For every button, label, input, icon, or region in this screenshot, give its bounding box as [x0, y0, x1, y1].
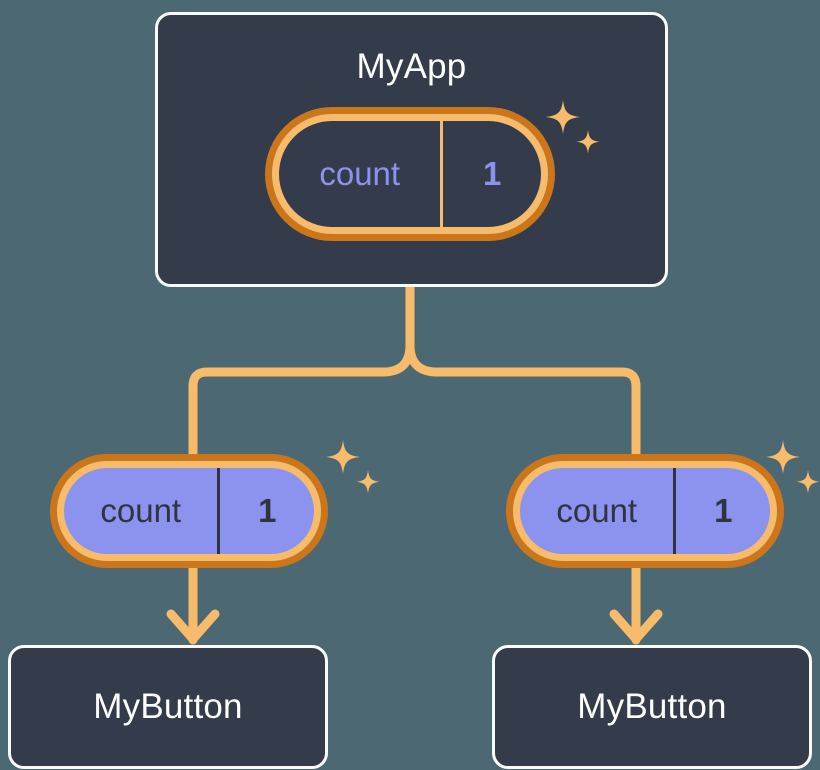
- state-key-label: count: [319, 155, 401, 192]
- connector-branch-left: [188, 340, 415, 475]
- sparkle-icon-small: [356, 470, 380, 494]
- arrow-down-icon-left: [166, 609, 220, 644]
- component-title-mybutton: MyButton: [93, 687, 243, 726]
- component-title-mybutton: MyButton: [577, 687, 727, 726]
- sparkle-icon-large: [326, 440, 360, 474]
- sparkle-icon-large: [766, 440, 800, 474]
- component-title-myapp: MyApp: [356, 47, 467, 86]
- arrow-down-icon-right: [609, 609, 663, 644]
- component-box-mybutton-right[interactable]: MyButton: [492, 645, 812, 769]
- sparkle-icon-small: [796, 470, 820, 494]
- state-pill-left[interactable]: count 1: [57, 461, 321, 561]
- state-key-label: count: [100, 492, 182, 529]
- state-value-label: 1: [440, 121, 541, 227]
- state-pill-root[interactable]: count 1: [272, 114, 548, 234]
- state-value-label: 1: [217, 468, 314, 554]
- state-value-label: 1: [673, 468, 770, 554]
- state-pill-right[interactable]: count 1: [513, 461, 777, 561]
- sparkle-icon-left: [326, 440, 380, 494]
- component-box-mybutton-left[interactable]: MyButton: [8, 645, 328, 769]
- connector-branch-right: [405, 340, 641, 475]
- state-key-label: count: [556, 492, 638, 529]
